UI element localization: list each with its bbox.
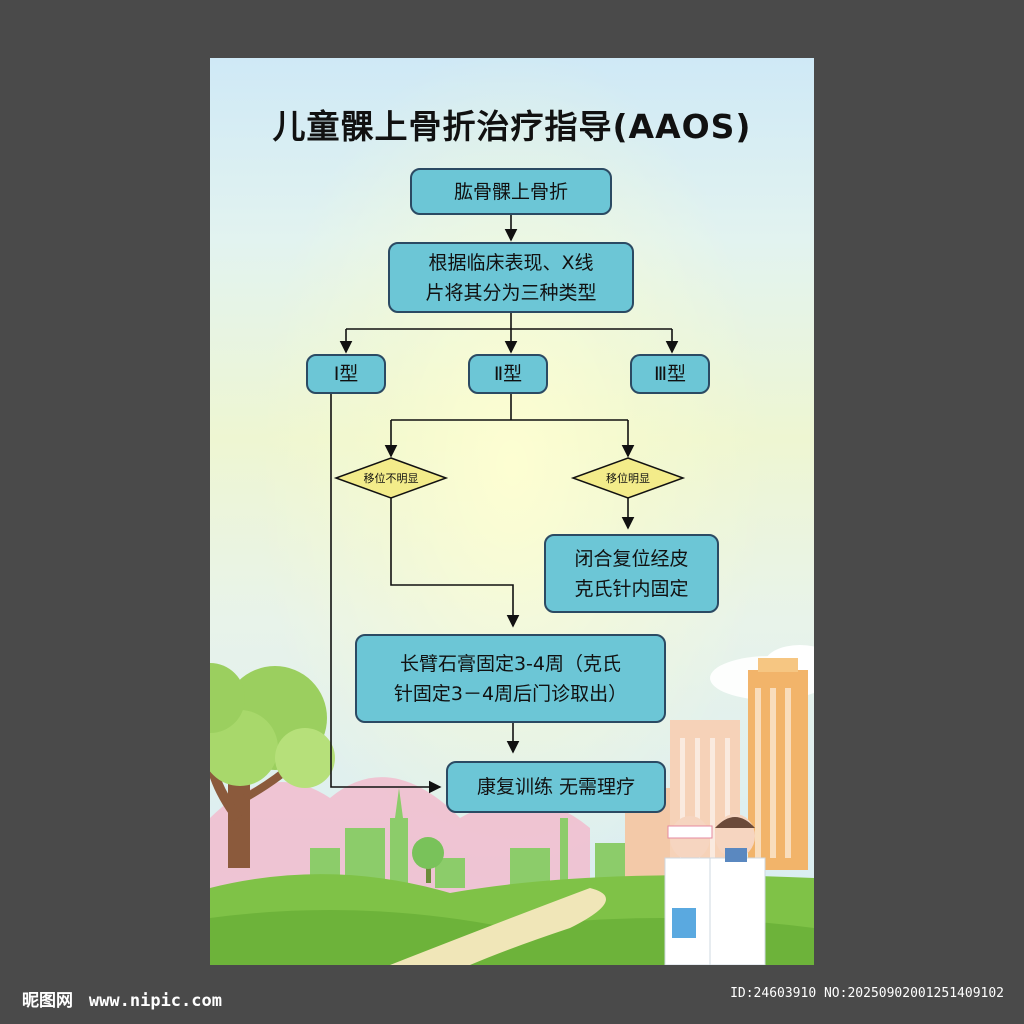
- rehabilitation-node: 康复训练 无需理疗: [446, 761, 666, 813]
- decision-right-label: 移位明显: [606, 472, 650, 485]
- cast-fixation-line-1: 长臂石膏固定3-4周（克氏: [399, 652, 622, 675]
- doctor-illustration: [664, 814, 766, 965]
- cast-fixation-node: 长臂石膏固定3-4周（克氏 针固定3－4周后门诊取出）: [355, 634, 666, 723]
- page-title: 儿童髁上骨折治疗指导(AAOS): [272, 107, 752, 146]
- type-1-label: Ⅰ型: [333, 363, 359, 385]
- site-url: www.nipic.com: [88, 991, 222, 1011]
- type-1-node: Ⅰ型: [306, 354, 386, 394]
- closed-reduction-line-1: 闭合复位经皮: [574, 547, 689, 570]
- background-illustration: [210, 645, 814, 965]
- poster: 儿童髁上骨折治疗指导(AAOS): [210, 58, 814, 965]
- flowchart-connectors: [330, 215, 686, 794]
- fracture-node: 肱骨髁上骨折: [410, 168, 612, 215]
- cast-fixation-line-2: 针固定3－4周后门诊取出）: [393, 682, 628, 705]
- closed-reduction-node: 闭合复位经皮 克氏针内固定: [544, 534, 719, 613]
- type-2-node: Ⅱ型: [468, 354, 548, 394]
- fracture-node-label: 肱骨髁上骨折: [453, 180, 568, 203]
- logo-text: 昵图网: [22, 991, 73, 1011]
- decision-left-label: 移位不明显: [363, 472, 419, 485]
- decision-diamond-right: [570, 457, 686, 499]
- rehabilitation-label: 康复训练 无需理疗: [476, 776, 636, 798]
- classification-node: 根据临床表现、X线 片将其分为三种类型: [388, 242, 634, 313]
- type-3-label: Ⅲ型: [653, 363, 687, 385]
- closed-reduction-line-2: 克氏针内固定: [574, 577, 689, 600]
- type-3-node: Ⅲ型: [630, 354, 710, 394]
- decision-diamond-left: [333, 457, 449, 499]
- type-2-label: Ⅱ型: [493, 363, 523, 385]
- classification-line-2: 片将其分为三种类型: [425, 281, 597, 304]
- classification-line-1: 根据临床表现、X线: [428, 251, 594, 274]
- watermark-logo: 昵图网 www.nipic.com: [22, 986, 222, 1011]
- image-id: ID:24603910 NO:20250902001251409102: [730, 986, 1004, 1001]
